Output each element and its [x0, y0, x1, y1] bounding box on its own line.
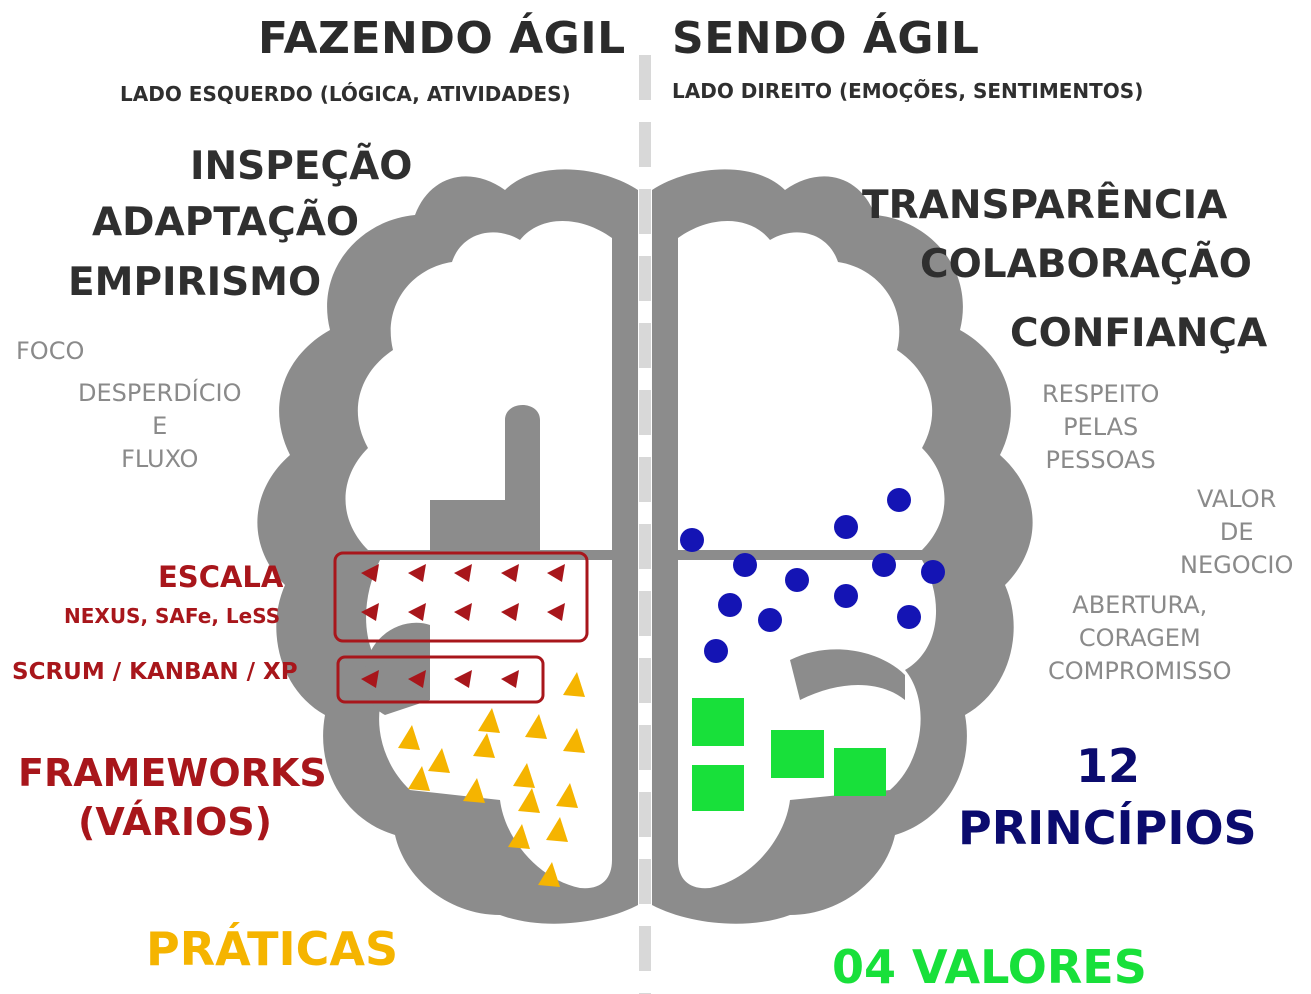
principle-dot — [785, 568, 809, 592]
practice-triangle — [473, 733, 495, 758]
practice-triangle — [428, 748, 450, 773]
escala-label: ESCALA — [158, 560, 284, 594]
principles-label: PRINCÍPIOS — [958, 801, 1257, 855]
values-label: 04 VALORES — [832, 940, 1147, 994]
pillar-transparencia: TRANSPARÊNCIA — [862, 183, 1228, 228]
practice-triangle — [508, 824, 530, 849]
value-square — [692, 698, 744, 746]
concept-desperdicio: DESPERDÍCIO E FLUXO — [78, 379, 242, 474]
principle-dot — [872, 553, 896, 577]
principle-dots — [680, 488, 945, 663]
practice-triangles — [398, 672, 585, 887]
pillar-empirismo: EMPIRISMO — [68, 260, 322, 305]
escala-triangle — [454, 670, 472, 688]
principle-dot — [718, 593, 742, 617]
value-square — [692, 765, 744, 811]
right-title: SENDO ÁGIL — [672, 13, 980, 64]
escala-triangle — [408, 603, 426, 621]
escala-triangle — [408, 670, 426, 688]
right-subtitle: LADO DIREITO (EMOÇÕES, SENTIMENTOS) — [672, 79, 1144, 103]
pillar-adaptacao: ADAPTAÇÃO — [92, 200, 360, 245]
escala-triangle — [547, 603, 565, 621]
left-title: FAZENDO ÁGIL — [258, 13, 626, 64]
pillar-colaboracao: COLABORAÇÃO — [920, 242, 1252, 287]
principle-dot — [704, 639, 728, 663]
frameworks-box — [336, 655, 545, 704]
left-hook-icon — [364, 622, 430, 715]
escala-triangle — [361, 603, 379, 621]
value-squares — [692, 698, 886, 811]
escala-triangle — [361, 564, 379, 582]
escala-triangles — [361, 564, 565, 621]
frameworks-label-2: (VÁRIOS) — [78, 800, 273, 844]
escala-triangle — [501, 670, 519, 688]
practices-label: PRÁTICAS — [146, 922, 399, 976]
practice-triangle — [513, 763, 535, 788]
practice-triangle — [398, 725, 420, 750]
principle-dot — [758, 608, 782, 632]
escala-examples: NEXUS, SAFe, LeSS — [64, 604, 281, 628]
value-square — [834, 748, 886, 796]
principle-dot — [921, 560, 945, 584]
left-subtitle: LADO ESQUERDO (LÓGICA, ATIVIDADES) — [120, 82, 571, 106]
framework-triangles — [361, 670, 519, 688]
practice-triangle — [538, 862, 560, 887]
escala-triangle — [454, 603, 472, 621]
concept-respeito: RESPEITO PELAS PESSOAS — [1042, 380, 1160, 475]
frameworks-label-1: FRAMEWORKS — [18, 751, 327, 795]
escala-triangle — [361, 670, 379, 688]
practice-triangle — [518, 788, 540, 813]
concept-abertura: ABERTURA, CORAGEM COMPROMISSO — [1048, 591, 1232, 686]
concept-foco: FOCO — [16, 337, 85, 365]
value-square — [771, 730, 824, 778]
principle-dot — [834, 584, 858, 608]
principle-dot — [887, 488, 911, 512]
practice-triangle — [563, 728, 585, 753]
concept-valor: VALOR DE NEGOCIO — [1180, 485, 1294, 580]
frameworks-line: SCRUM / KANBAN / XP — [12, 659, 298, 685]
practice-triangle — [463, 778, 485, 803]
pillar-inspecao: INSPEÇÃO — [190, 144, 413, 189]
practice-triangle — [546, 817, 568, 842]
principle-dot — [680, 528, 704, 552]
principle-dot — [897, 605, 921, 629]
principle-dot — [834, 515, 858, 539]
escala-triangle — [408, 564, 426, 582]
right-hook-icon — [790, 649, 905, 700]
principles-count: 12 — [1076, 739, 1141, 793]
practice-triangle — [563, 672, 585, 697]
practice-triangle — [408, 766, 430, 791]
escala-triangle — [547, 564, 565, 582]
escala-triangle — [454, 564, 472, 582]
practice-triangle — [525, 714, 547, 739]
escala-triangle — [501, 564, 519, 582]
principle-dot — [733, 553, 757, 577]
escala-triangle — [501, 603, 519, 621]
pillar-confianca: CONFIANÇA — [1010, 311, 1268, 356]
practice-triangle — [478, 708, 500, 733]
escala-box — [333, 551, 589, 643]
practice-triangle — [556, 783, 578, 808]
